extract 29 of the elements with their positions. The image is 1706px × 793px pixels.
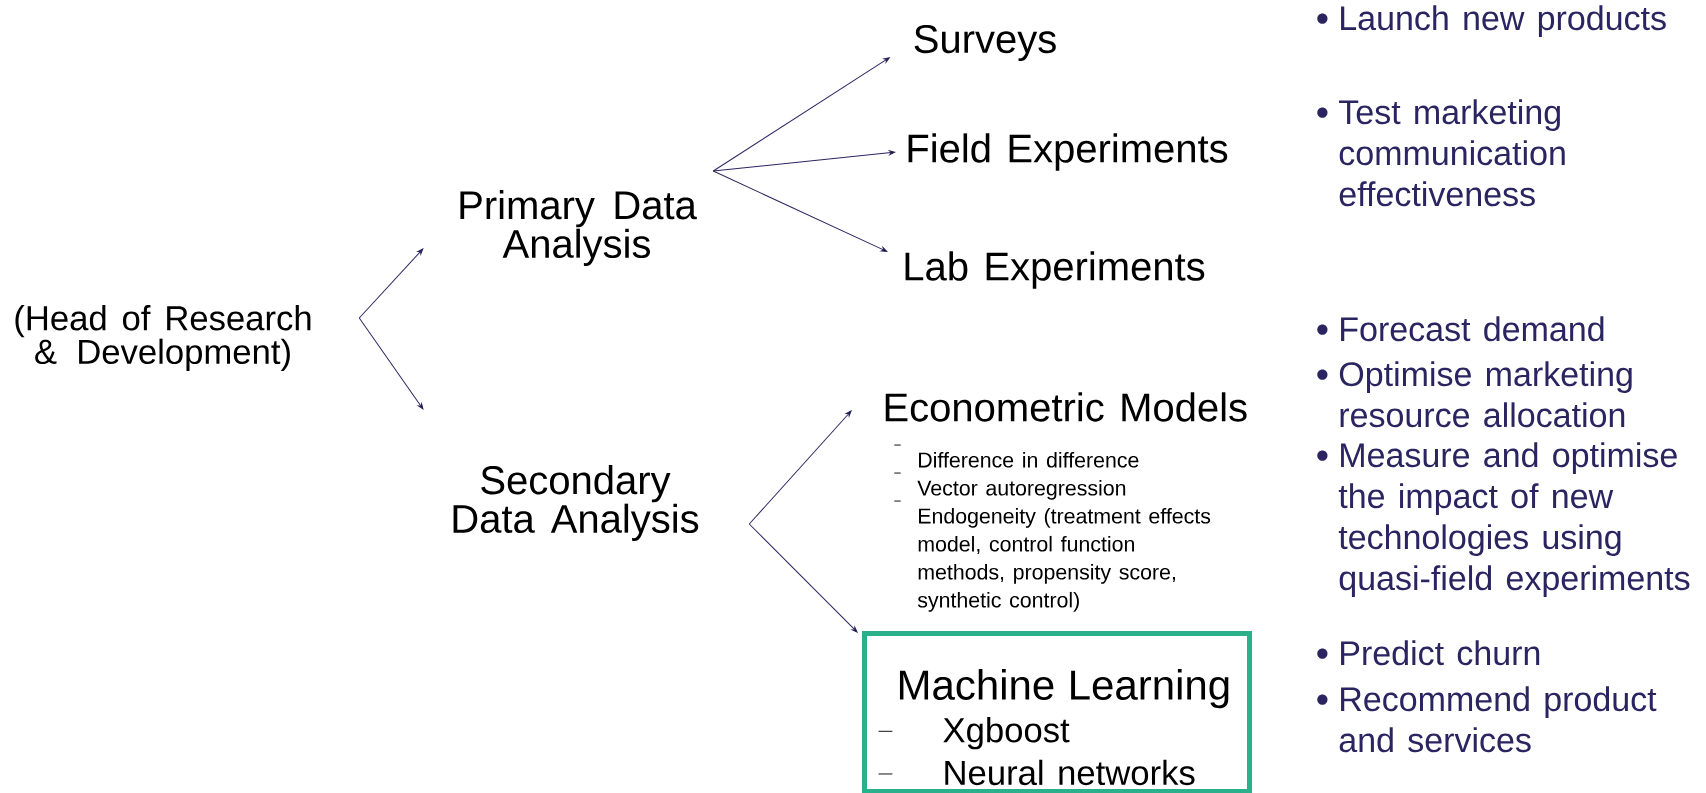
list-heading: Machine Learning xyxy=(899,669,1229,709)
bullet-item: Forecast demand xyxy=(1317,316,1604,342)
list-heading: Econometric Models xyxy=(885,392,1247,422)
arrow xyxy=(748,410,852,525)
arrow xyxy=(712,57,890,172)
bullet-item: Test marketing communication effectiveness xyxy=(1317,99,1565,207)
list-item: Xgboost xyxy=(943,717,1070,750)
method-list xyxy=(885,392,1247,612)
list-item: Neural networks xyxy=(945,759,1195,786)
bullet-item: Optimise marketing resource allocation xyxy=(1317,361,1632,428)
category-label: Secondary Data Analysis xyxy=(453,465,699,541)
role-label: (Head of Research & Development) xyxy=(15,305,311,371)
arrow xyxy=(358,317,424,410)
method-label: Surveys xyxy=(914,24,1056,62)
category-label: Primary Data Analysis xyxy=(460,190,697,266)
bullet-item: Launch new products xyxy=(1317,5,1666,37)
arrow xyxy=(748,523,858,633)
arrow xyxy=(358,248,424,319)
list-item: Difference in difference xyxy=(919,451,1139,468)
list-item: Endogeneity (treatment effects model, control function methods, propensity score, synthetic control) xyxy=(917,507,1211,612)
list-item: Vector autoregression xyxy=(917,479,1126,500)
bullet-item: Measure and optimise the impact of new technologies using quasi-field experiments xyxy=(1317,442,1690,597)
highlight-box xyxy=(862,631,1252,793)
arrow xyxy=(712,170,888,252)
method-label: Lab Experiments xyxy=(905,251,1205,289)
bullet-item: Predict churn xyxy=(1317,640,1540,666)
bullet-item: Recommend product and services xyxy=(1317,686,1657,753)
arrow xyxy=(712,150,896,172)
method-label: Field Experiments xyxy=(908,133,1228,171)
